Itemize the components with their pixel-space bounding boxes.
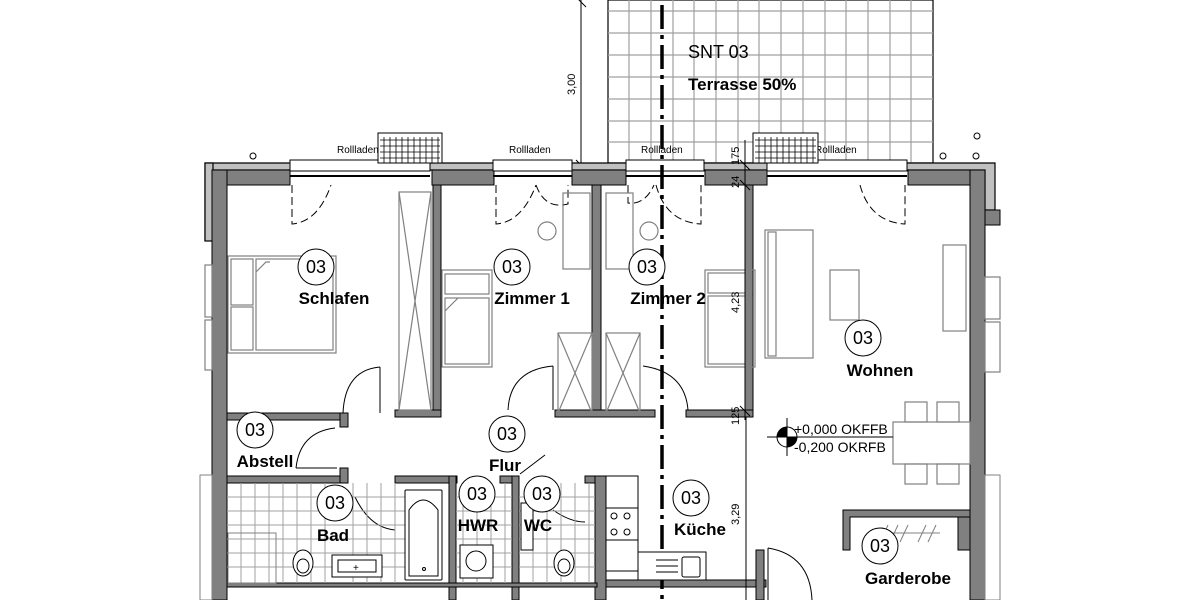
room-name-zimmer1: Zimmer 1 <box>494 289 570 308</box>
level-upper: +0,000 OKFFB <box>794 421 888 437</box>
room-name-flur: Flur <box>489 456 521 475</box>
room-name-garderobe: Garderobe <box>865 569 951 588</box>
room-number-kueche: 03 <box>681 488 701 508</box>
room-number-zimmer2: 03 <box>637 257 657 277</box>
room-number-flur: 03 <box>497 424 517 444</box>
shutter-label-4: Rollladen <box>815 145 857 156</box>
room-name-zimmer2: Zimmer 2 <box>630 289 706 308</box>
room-name-kueche: Küche <box>674 520 726 539</box>
dimension-label-125: 125 <box>730 407 742 425</box>
dimension-label-175: 175 <box>730 147 742 165</box>
room-number-wc: 03 <box>532 484 552 504</box>
dimension-label-24: 24 <box>730 176 742 188</box>
room-number-bad: 03 <box>325 493 345 513</box>
dimension-label-terrace: 3,00 <box>566 74 578 95</box>
shutter-label-2: Rollladen <box>509 145 551 156</box>
room-number-zimmer1: 03 <box>502 257 522 277</box>
room-name-bad: Bad <box>317 526 349 545</box>
dimension-label-423: 4,23 <box>730 292 742 313</box>
adjacent-unit-fragments <box>199 264 1001 600</box>
room-name-wc: WC <box>524 516 552 535</box>
exterior-lights <box>249 132 981 160</box>
shutter-label-1: Rollladen <box>337 145 379 156</box>
vent-grille-right <box>752 132 819 164</box>
room-number-garderobe: 03 <box>870 536 890 556</box>
wohnen-furniture <box>764 229 971 485</box>
room-name-hwr: HWR <box>458 516 499 535</box>
level-lower: -0,200 OKRFB <box>794 439 886 455</box>
vent-grille-left <box>377 132 443 164</box>
terrace-name: Terrasse 50% <box>688 75 796 94</box>
window-swings <box>291 184 906 225</box>
zimmer1-furniture <box>441 192 593 414</box>
dimension-label-329: 3,29 <box>730 504 742 525</box>
room-name-abstell: Abstell <box>237 452 294 471</box>
dimension-line-vertical <box>739 140 751 420</box>
bathroom-fixtures: + <box>227 489 575 584</box>
kitchen-fixtures <box>605 417 747 600</box>
room-number-hwr: 03 <box>467 484 487 504</box>
level-marker-icon <box>767 418 893 456</box>
inner-walls <box>211 169 1001 600</box>
room-number-wohnen: 03 <box>853 328 873 348</box>
room-number-abstell: 03 <box>245 420 265 440</box>
room-number-schlafen: 03 <box>306 257 326 277</box>
svg-text:+: + <box>353 563 359 574</box>
shutter-label-3: Rollladen <box>641 145 683 156</box>
interior-doors <box>295 365 813 600</box>
room-name-wohnen: Wohnen <box>847 361 914 380</box>
terrace-code: SNT 03 <box>688 42 749 62</box>
zimmer2-furniture <box>605 192 756 414</box>
room-markers <box>236 248 899 565</box>
room-name-schlafen: Schlafen <box>299 289 370 308</box>
schlafen-furniture <box>227 191 432 411</box>
roller-shutters <box>289 159 908 177</box>
